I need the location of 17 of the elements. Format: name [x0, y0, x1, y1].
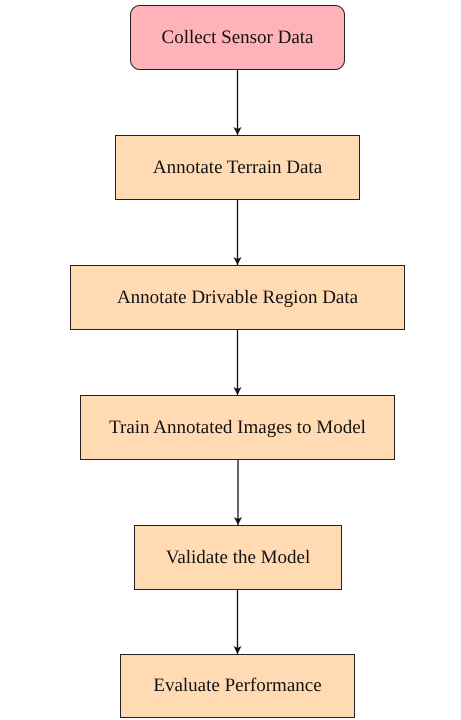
- start-box: [130, 5, 345, 70]
- process-box: [70, 265, 405, 330]
- box-label: Collect Sensor Data: [162, 26, 314, 48]
- arrow: [234, 330, 242, 395]
- arrow: [234, 460, 242, 525]
- box-label: Train Annotated Images to Model: [109, 416, 366, 438]
- box-label: Validate the Model: [166, 546, 310, 568]
- arrow: [234, 200, 242, 265]
- process-box: [80, 395, 395, 460]
- process-box: [115, 135, 360, 200]
- box-label: Annotate Terrain Data: [152, 156, 322, 178]
- arrow: [234, 70, 242, 135]
- box-label: Evaluate Performance: [153, 675, 322, 697]
- box-label: Annotate Drivable Region Data: [116, 286, 358, 308]
- process-box: [134, 525, 342, 590]
- process-box: [120, 654, 355, 718]
- arrow: [234, 590, 242, 654]
